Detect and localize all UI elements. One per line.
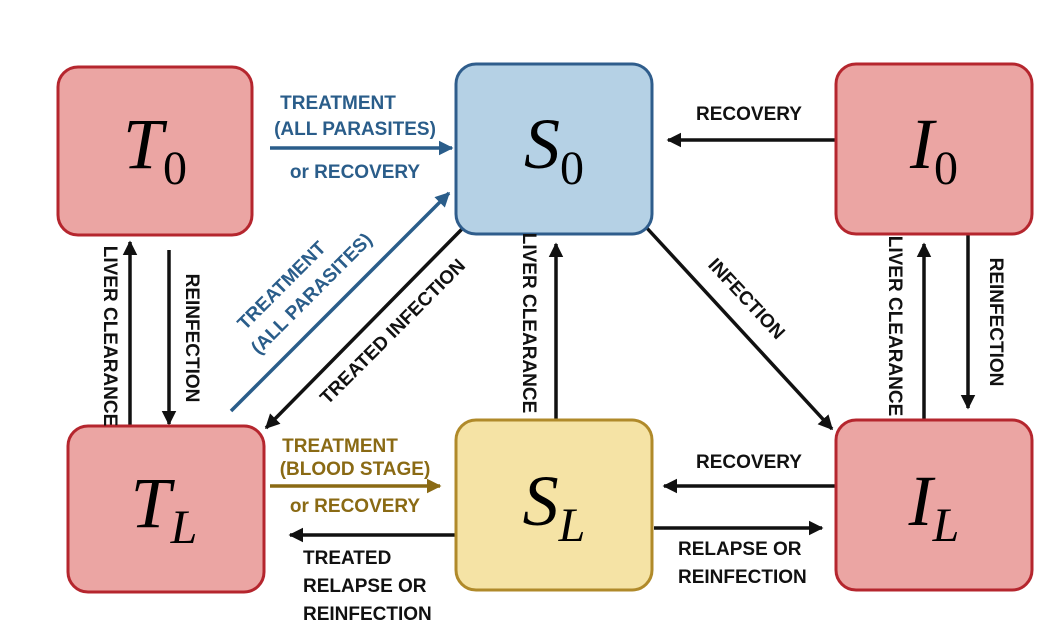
label-sl-tl-line3: REINFECTION — [303, 604, 432, 625]
label-infection: INFECTION — [703, 255, 788, 344]
arrow-s0-to-il — [643, 224, 834, 431]
label-tl-sl-line1: TREATMENT — [282, 436, 398, 457]
state-sl-sub: L — [558, 499, 586, 552]
svg-text:I0: I0 — [909, 104, 958, 196]
arrow-s0-to-tl — [264, 226, 465, 430]
svg-text:SL: SL — [523, 461, 586, 553]
svg-text:IL: IL — [908, 461, 960, 553]
state-t0-sub: 0 — [163, 142, 187, 195]
label-sl-il-line1: RELAPSE OR — [678, 539, 802, 560]
label-sl-tl-line1: TREATED — [303, 548, 391, 569]
label-sl-tl-line2: RELAPSE OR — [303, 576, 427, 597]
label-i0-il-liver-clearance: LIVER CLEARANCE — [884, 236, 905, 417]
label-tl-sl-line3: or RECOVERY — [290, 496, 421, 517]
label-sl-s0-liver-clearance: LIVER CLEARANCE — [518, 233, 539, 414]
state-s0: S0 — [454, 62, 654, 236]
state-tl-box — [66, 424, 266, 594]
label-il-sl: RECOVERY — [696, 452, 802, 473]
state-t0-main: T — [123, 104, 168, 184]
state-tl: TL — [66, 424, 266, 594]
state-t0-box — [56, 65, 254, 237]
state-s0-sub: 0 — [560, 142, 584, 195]
state-s0-box — [454, 62, 654, 236]
label-i0-s0: RECOVERY — [696, 104, 802, 125]
state-i0: I0 — [834, 62, 1034, 236]
state-t0: T0 — [56, 65, 254, 237]
label-t0-s0-line1: TREATMENT — [280, 93, 396, 114]
state-s0-main: S — [524, 104, 560, 184]
svg-text:T0: T0 — [123, 104, 187, 196]
state-i0-sub: 0 — [934, 142, 958, 195]
svg-text:TL: TL — [131, 463, 198, 555]
state-sl-main: S — [523, 461, 559, 541]
label-i0-il-reinfection: REINFECTION — [985, 258, 1006, 387]
label-t0-s0-line3: or RECOVERY — [290, 162, 421, 183]
state-il-sub: L — [932, 499, 960, 552]
svg-text:S0: S0 — [524, 104, 584, 196]
label-sl-il-line2: REINFECTION — [678, 567, 807, 588]
state-i0-main: I — [909, 104, 937, 184]
state-tl-sub: L — [170, 501, 198, 554]
label-t0-tl-liver-clearance: LIVER CLEARANCE — [99, 246, 120, 427]
state-sl-box — [454, 418, 654, 592]
state-sl: SL — [454, 418, 654, 592]
label-tl-sl-line2: (BLOOD STAGE) — [280, 459, 431, 480]
label-t0-tl-reinfection: REINFECTION — [181, 274, 202, 403]
state-il: IL — [834, 418, 1034, 592]
arrow-tl-to-s0 — [229, 191, 451, 413]
state-il-main: I — [908, 461, 936, 541]
state-tl-main: T — [131, 463, 176, 543]
label-t0-s0-line2: (ALL PARASITES) — [274, 119, 436, 140]
state-i0-box — [834, 62, 1034, 236]
state-il-box — [834, 418, 1034, 592]
